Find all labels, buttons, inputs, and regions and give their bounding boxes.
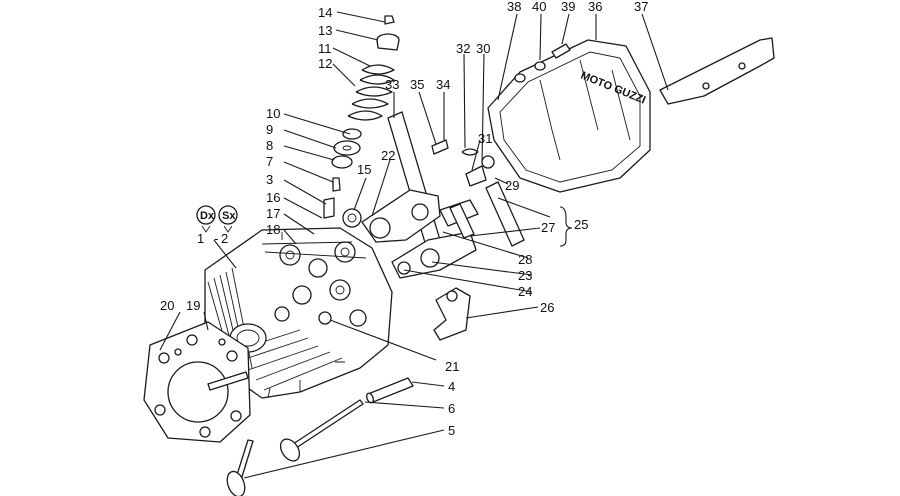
- pushrod-tubes: [449, 181, 525, 247]
- callout-10: 10: [266, 106, 280, 121]
- head-gasket: [143, 321, 251, 443]
- callout-18: 18: [266, 222, 280, 237]
- callout-34: 34: [436, 77, 450, 92]
- callout-8: 8: [266, 138, 273, 153]
- dx-sx-dash: -: [214, 231, 218, 246]
- callout-4: 4: [448, 379, 455, 394]
- valve-spring-assembly: [323, 15, 400, 228]
- callout-32: 32: [456, 41, 470, 56]
- callout-40: 40: [532, 0, 546, 14]
- callout-13: 13: [318, 23, 332, 38]
- callout-26: 26: [540, 300, 554, 315]
- callout-15: 15: [357, 162, 371, 177]
- callout-14: 14: [318, 5, 332, 20]
- gasket-stud: [207, 371, 249, 391]
- rocker-bolts: [431, 139, 495, 187]
- callout-27: 27: [541, 220, 555, 235]
- callout-31: 31: [478, 131, 492, 146]
- callout-7: 7: [266, 154, 273, 169]
- callout-37: 37: [634, 0, 648, 14]
- callout-1: 1: [197, 231, 204, 246]
- callout-36: 36: [588, 0, 602, 14]
- leader-lines: [159, 11, 669, 479]
- callout-22: 22: [381, 148, 395, 163]
- bracket-25: [559, 206, 573, 247]
- callout-19: 19: [186, 298, 200, 313]
- decompression-lever: [433, 287, 471, 341]
- callout-33: 33: [385, 77, 399, 92]
- callout-21: 21: [445, 359, 459, 374]
- callout-25: 25: [574, 217, 588, 232]
- callout-23: 23: [518, 268, 532, 283]
- callout-35: 35: [410, 77, 424, 92]
- callout-16: 16: [266, 190, 280, 205]
- callout-28: 28: [518, 252, 532, 267]
- side-marker: [196, 205, 238, 233]
- sx-mark: Sx: [222, 210, 236, 222]
- callout-6: 6: [448, 401, 455, 416]
- callout-5: 5: [448, 423, 455, 438]
- dx-mark: Dx: [200, 210, 215, 222]
- valve-guide: [365, 377, 414, 404]
- callout-20: 20: [160, 298, 174, 313]
- callout-30: 30: [476, 41, 490, 56]
- callout-11: 11: [318, 41, 332, 56]
- valve-cover: MOTO GUZZI: [487, 39, 651, 193]
- callout-2: 2: [221, 231, 228, 246]
- callout-24: 24: [518, 284, 532, 299]
- cover-bracket: [659, 37, 775, 105]
- valve-short: [226, 439, 254, 496]
- cover-bolts: [514, 43, 571, 83]
- rocker-arms: [361, 189, 479, 279]
- callout-29: 29: [505, 178, 519, 193]
- valve-long: [279, 399, 364, 462]
- callout-38: 38: [507, 0, 521, 14]
- callout-17: 17: [266, 206, 280, 221]
- callout-3: 3: [266, 172, 273, 187]
- callout-12: 12: [318, 56, 332, 71]
- callout-39: 39: [561, 0, 575, 14]
- callout-9: 9: [266, 122, 273, 137]
